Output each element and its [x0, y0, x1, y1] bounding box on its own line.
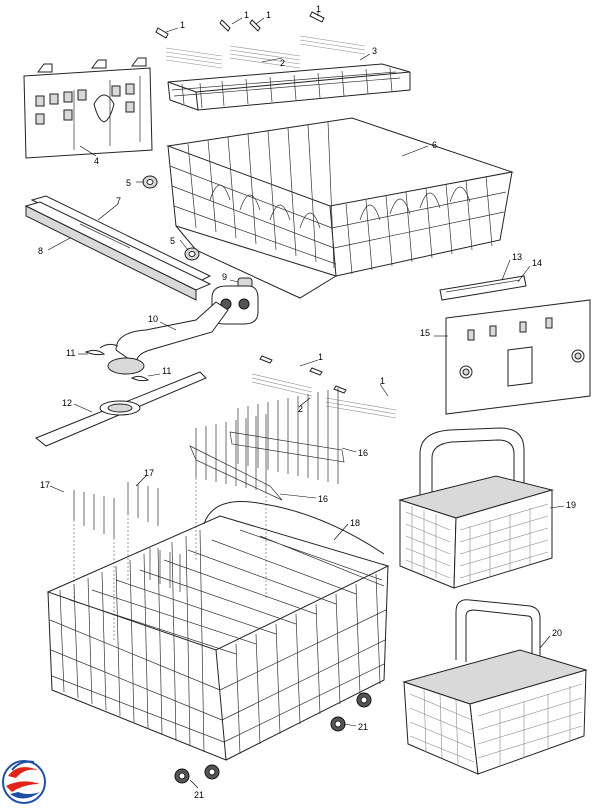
cutlery-basket-20 [402, 599, 588, 775]
callout-14: 14 [532, 258, 542, 268]
roller-wheels-5 [142, 175, 200, 261]
callout-7: 7 [116, 196, 121, 206]
seal-strip [439, 275, 527, 301]
callout-15: 15 [420, 328, 430, 338]
callout-1: 1 [318, 352, 323, 362]
rail-bracket-left [23, 57, 153, 159]
slide-rail [24, 195, 212, 301]
callout-10: 10 [148, 314, 158, 324]
callout-21: 21 [358, 722, 368, 732]
callout-13: 13 [512, 252, 522, 262]
callout-11: 11 [66, 348, 75, 358]
lower-basket [46, 501, 390, 761]
callout-4: 4 [94, 156, 99, 166]
callout-16: 16 [318, 494, 328, 504]
callout-11: 11 [162, 366, 171, 376]
callout-1: 1 [266, 10, 271, 20]
pipe-clips [84, 349, 150, 382]
tine-racks-16 [189, 388, 345, 600]
upper-basket-rack [167, 63, 411, 111]
cutlery-basket-19 [398, 427, 554, 589]
lower-basket-wheels [174, 692, 372, 784]
callout-20: 20 [552, 628, 562, 638]
callout-21: 21 [194, 790, 204, 800]
callout-2: 2 [298, 404, 303, 414]
callout-17: 17 [40, 480, 50, 490]
upper-spray-arm [35, 371, 207, 447]
callout-2: 2 [280, 58, 285, 68]
callout-12: 12 [62, 398, 72, 408]
tine-racks-17 [73, 482, 181, 640]
middle-tine-rows [251, 355, 397, 419]
upper-tine-rows [165, 35, 366, 69]
callout-1: 1 [316, 4, 321, 14]
callout-8: 8 [38, 246, 43, 256]
callout-18: 18 [350, 518, 360, 528]
callout-16: 16 [358, 448, 368, 458]
callout-1: 1 [380, 376, 385, 386]
callout-6: 6 [432, 140, 437, 150]
callout-5: 5 [126, 178, 131, 188]
upper-basket [166, 117, 514, 299]
callout-1: 1 [180, 20, 185, 30]
callout-19: 19 [566, 500, 576, 510]
brand-swirl-logo-icon [2, 760, 46, 804]
callout-17: 17 [144, 468, 154, 478]
callout-1: 1 [244, 10, 249, 20]
leader-lines [47, 12, 565, 789]
spray-arm-feed-pipe [99, 301, 229, 375]
callout-labels: 1 1 1 1 2 3 4 5 6 7 8 5 9 10 11 11 12 13… [38, 4, 576, 800]
callout-9: 9 [222, 272, 227, 282]
callout-3: 3 [372, 46, 377, 56]
tine-clip-parts [155, 11, 325, 39]
rail-bracket-right [445, 299, 591, 415]
callout-5: 5 [170, 236, 175, 246]
